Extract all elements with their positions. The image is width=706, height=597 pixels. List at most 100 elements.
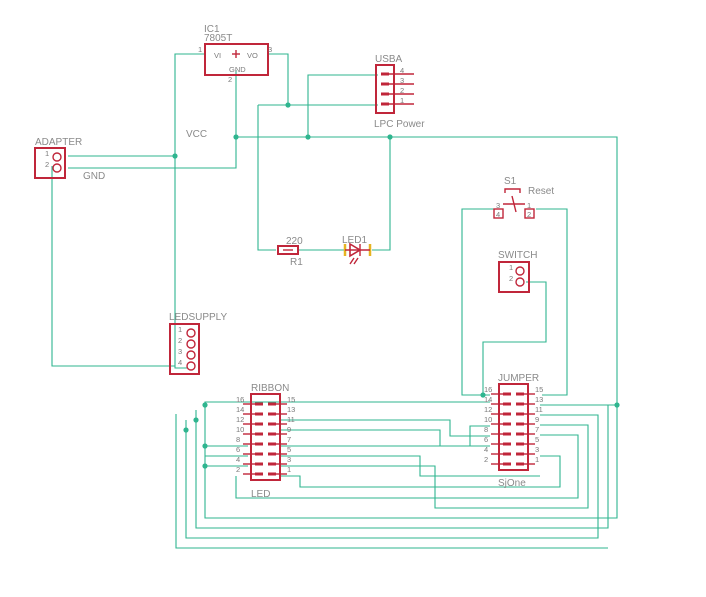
jumper-left-pin-number: 14	[484, 395, 492, 404]
jumper-name: JUMPER	[498, 373, 539, 384]
ribbon-pin-pad	[255, 422, 263, 426]
usba-pin-1: 1	[400, 96, 404, 105]
jumper-left-pin-number: 12	[484, 405, 492, 414]
jumper-left-pin-number: 8	[484, 425, 488, 434]
ribbon-right-pin-number: 11	[287, 415, 295, 424]
ribbon-pin-pad	[255, 432, 263, 436]
jumper-pin-pad	[516, 442, 524, 446]
switch-pin-2: 2	[509, 274, 513, 283]
adapter-pin-1: 1	[45, 149, 49, 158]
ic1-pin-vi: VI	[214, 51, 221, 60]
usba-pins	[381, 72, 414, 106]
junction-dots	[172, 102, 620, 469]
usba-name: USBA	[375, 54, 403, 65]
jumper-pin-pad	[503, 462, 511, 466]
ribbon-pin-pad	[268, 442, 276, 446]
ic1-origin-cross	[232, 50, 240, 58]
jumper-pin-pad	[516, 412, 524, 416]
s1-name: S1	[504, 176, 517, 187]
ic1-name: IC1	[204, 24, 220, 35]
jumper-left-pin-number: 10	[484, 415, 492, 424]
s1-pin-3: 3	[496, 201, 500, 210]
jumper-pin-pad	[516, 452, 524, 456]
ledsupply-pin-1: 1	[178, 325, 182, 334]
ic1-pin-vo: VO	[247, 51, 258, 60]
jumper-left-pin-number: 4	[484, 445, 488, 454]
switch-name: SWITCH	[498, 250, 537, 261]
ribbon-right-pin-number: 1	[287, 465, 291, 474]
ribbon-right-pin-number: 9	[287, 425, 291, 434]
led1-name: LED1	[342, 235, 367, 246]
ribbon-pin-pad	[268, 452, 276, 456]
ribbon-left-pin-number: 16	[236, 395, 244, 404]
ic1-pin-3: 3	[268, 45, 272, 54]
jumper-right-pin-number: 7	[535, 425, 539, 434]
jumper-right-pin-number: 9	[535, 415, 539, 424]
switch-pin-1: 1	[509, 263, 513, 272]
ledsupply-name: LEDSUPPLY	[169, 312, 228, 323]
ribbon-name: RIBBON	[251, 383, 289, 394]
jumper-pin-pad	[516, 462, 524, 466]
jumper-left-pin-number: 16	[484, 385, 492, 394]
s1-label: Reset	[528, 186, 554, 197]
jumper-pin-pad	[516, 402, 524, 406]
ribbon-left-pin-number: 8	[236, 435, 240, 444]
ribbon-left-pin-number: 4	[236, 455, 240, 464]
gnd-net-label: GND	[83, 171, 105, 182]
ic1-pin-gnd: GND	[229, 65, 246, 74]
ribbon-pin-pad	[255, 462, 263, 466]
usba-label: LPC Power	[374, 119, 425, 130]
led1-diode[interactable]: LED1	[342, 235, 372, 265]
s1-pin-1: 1	[527, 201, 531, 210]
jumper-left-pin-number: 6	[484, 435, 488, 444]
ribbon-pin-pad	[255, 452, 263, 456]
ribbon-pin-pad	[268, 432, 276, 436]
s1-reset-switch[interactable]: S1 Reset 3 4 1 2	[493, 176, 554, 219]
jumper-right-pin-number: 5	[535, 435, 539, 444]
ribbon-pin-pad	[268, 402, 276, 406]
adapter-pin-2: 2	[45, 160, 49, 169]
ribbon-pin-pad	[268, 412, 276, 416]
ribbon-left-pin-number: 2	[236, 465, 240, 474]
ic1-value: 7805T	[204, 33, 232, 44]
jumper-pin-pad	[516, 422, 524, 426]
usba-pin-4: 4	[400, 66, 404, 75]
ribbon-pin-pad	[268, 462, 276, 466]
usba-pin-3: 3	[400, 76, 404, 85]
switch-connector[interactable]: SWITCH 1 2	[498, 250, 537, 293]
ledsupply-connector[interactable]: LEDSUPPLY 1 2 3 4	[169, 312, 228, 375]
ribbon-pin-pad	[255, 402, 263, 406]
ledsupply-pin-4: 4	[178, 358, 182, 367]
r1-value: 220	[286, 236, 303, 247]
ic1-pin-2: 2	[228, 75, 232, 84]
ribbon-pin-pad	[255, 442, 263, 446]
jumper-pin-pad	[503, 392, 511, 396]
r1-resistor[interactable]: 220 R1	[277, 236, 303, 268]
jumper-label: SjOne	[498, 478, 526, 489]
ribbon-left-pin-number: 6	[236, 445, 240, 454]
ic1-regulator[interactable]: IC1 7805T VI VO GND 1 2 3	[198, 24, 272, 84]
ledsupply-pin-2: 2	[178, 336, 182, 345]
usba-connector[interactable]: USBA LPC Power 4 3 2 1	[374, 54, 425, 130]
ribbon-pin-pad	[268, 422, 276, 426]
adapter-connector[interactable]: ADAPTER 1 2	[34, 137, 82, 179]
r1-name: R1	[290, 257, 303, 268]
jumper-pin-pad	[503, 422, 511, 426]
jumper-pin-pad	[503, 442, 511, 446]
jumper-right-pin-number: 15	[535, 385, 543, 394]
jumper-pin-pad	[503, 412, 511, 416]
ribbon-pin-pad	[255, 472, 263, 476]
ribbon-left-pin-number: 10	[236, 425, 244, 434]
wires	[51, 53, 618, 549]
ribbon-right-pin-number: 15	[287, 395, 295, 404]
s1-pin-4: 4	[496, 210, 500, 219]
jumper-left-pin-number: 2	[484, 455, 488, 464]
vcc-net-label: VCC	[186, 129, 207, 140]
ledsupply-pin-3: 3	[178, 347, 182, 356]
ribbon-label: LED	[251, 489, 270, 500]
